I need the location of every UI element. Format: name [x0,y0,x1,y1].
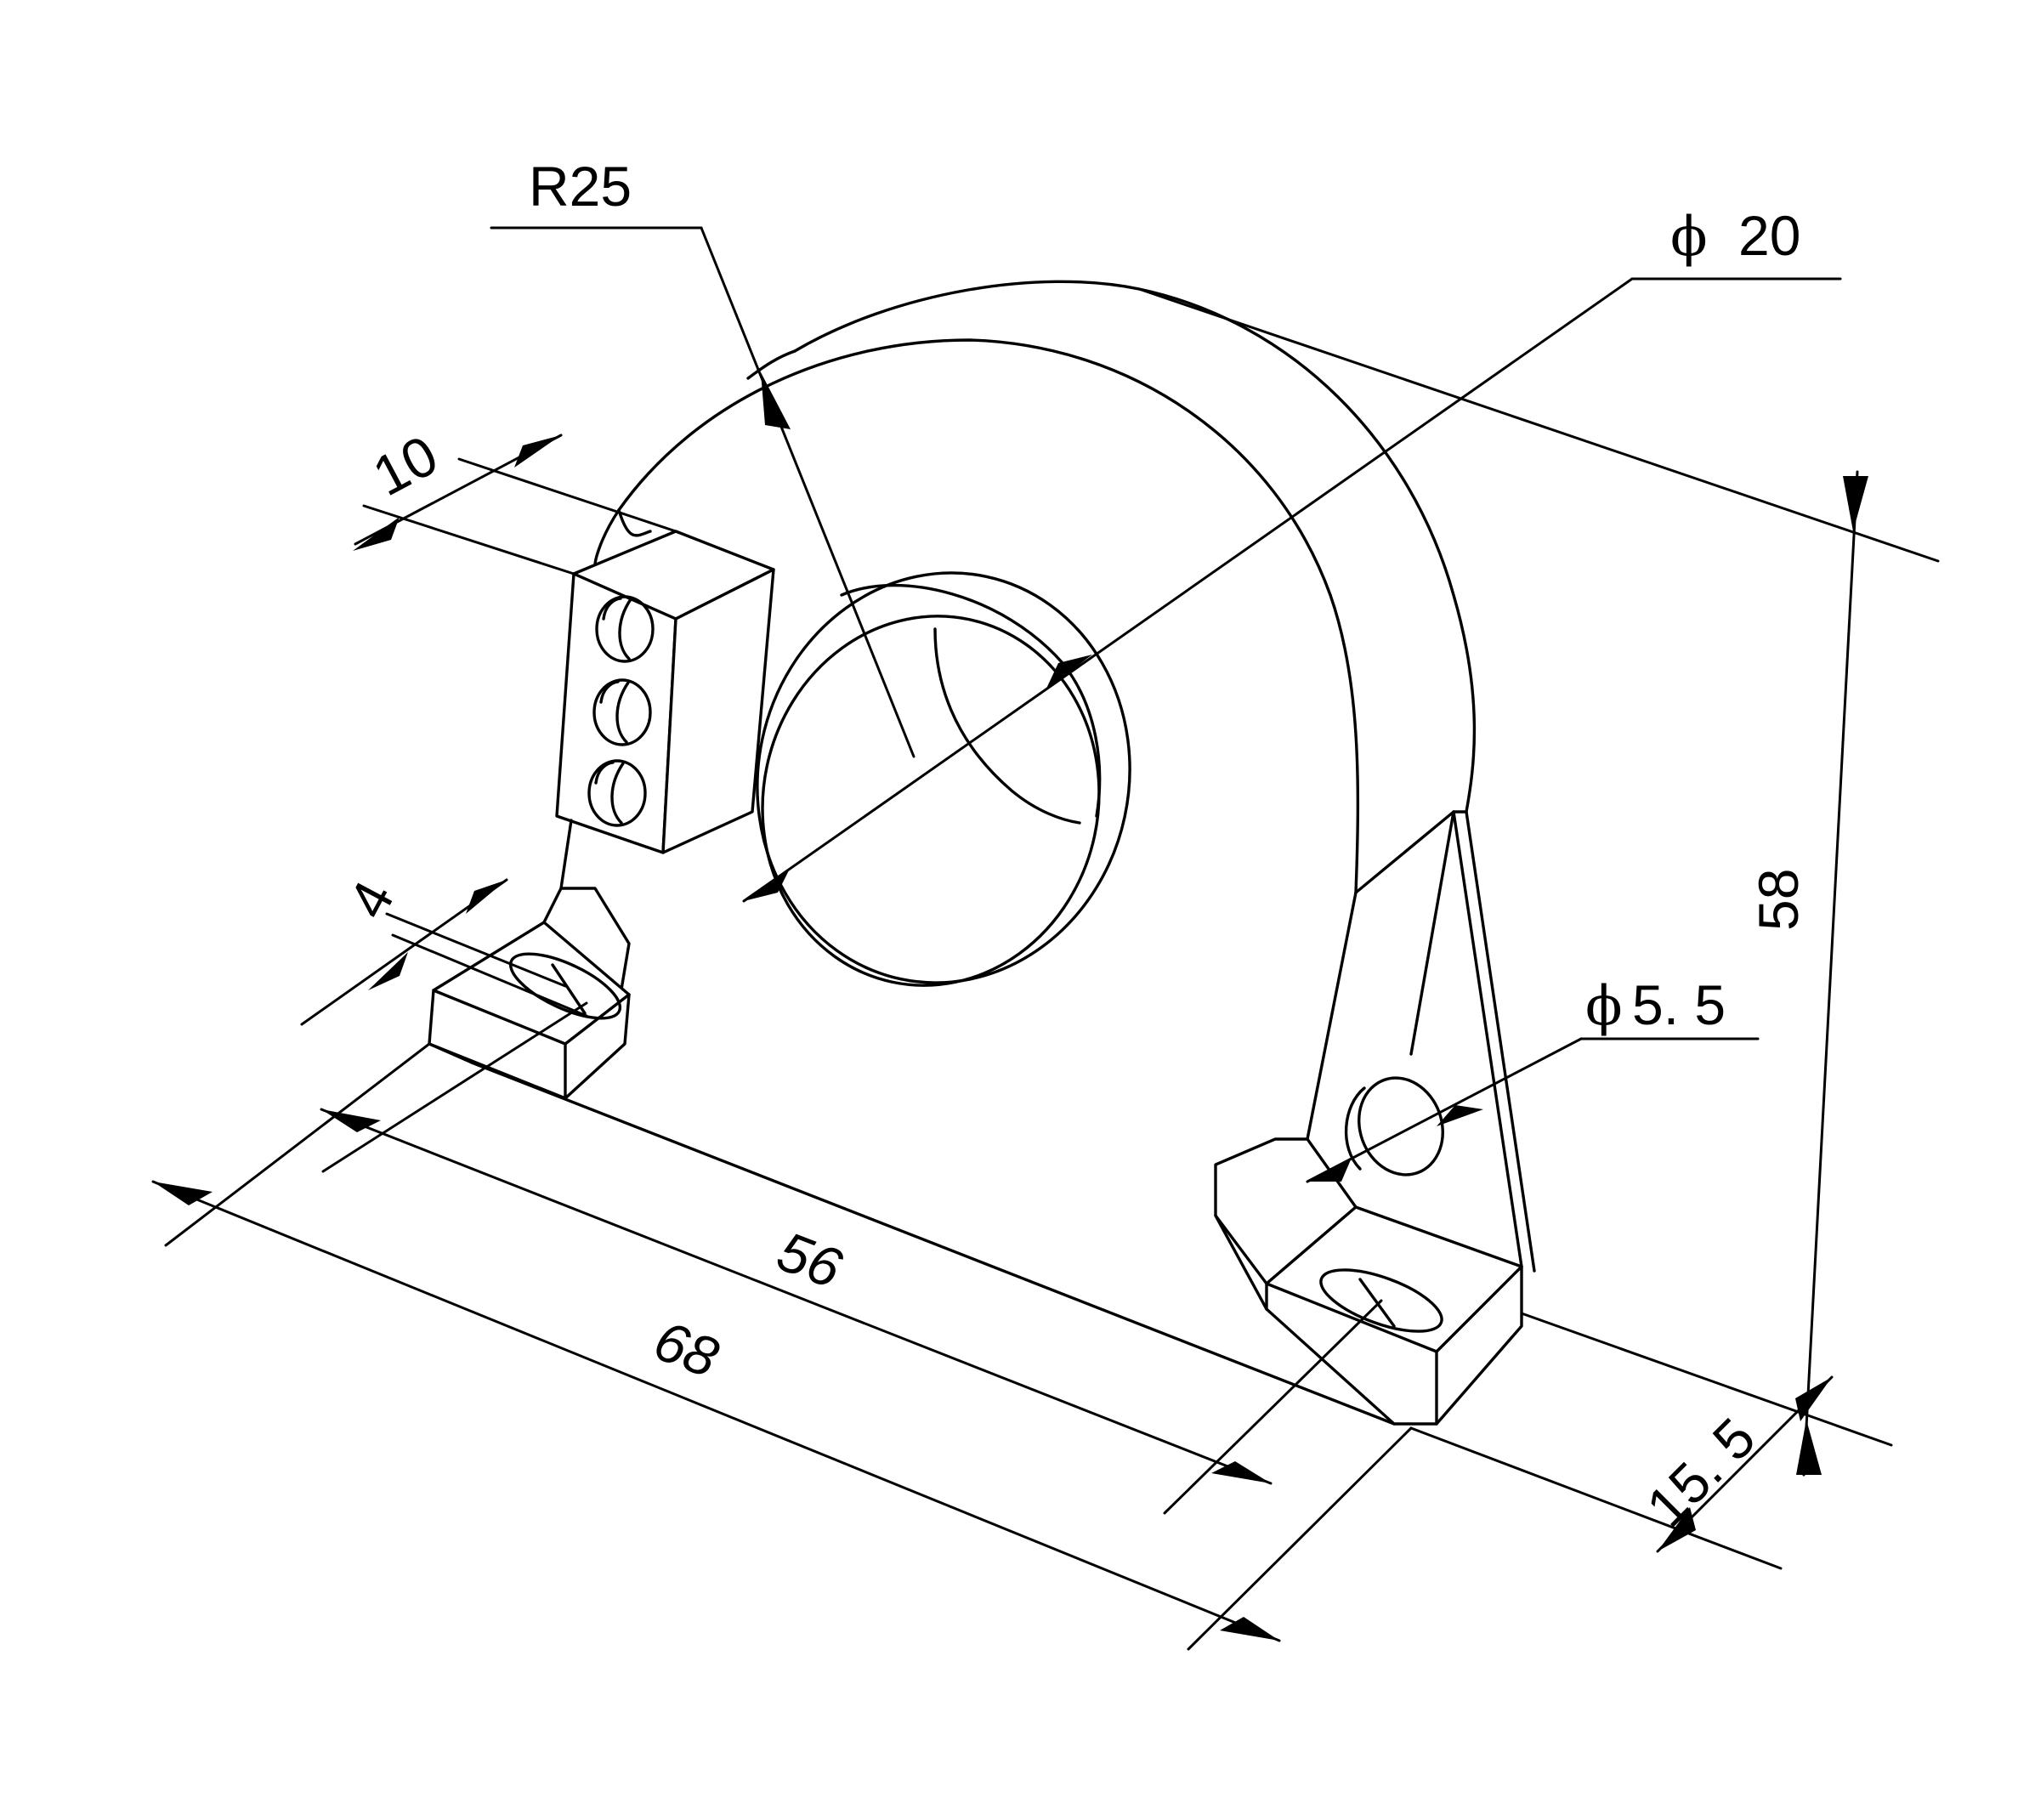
foot-thickness-label: 4 [336,870,406,927]
terminal-screw-1 [595,595,655,663]
inner-diameter-dimension: ϕ 20 [742,204,1842,903]
height-dimension: 58 [1137,287,1940,1477]
hole-diameter-dimension: ϕ 5. 5 [1306,973,1760,1183]
inner-diameter-label: 20 [1738,204,1800,267]
terminal-screw-2 [592,678,652,746]
overall-length-label: 68 [646,1308,727,1389]
inner-diameter-symbol: ϕ [1670,206,1708,269]
depth-label: 15. 5 [1635,1406,1767,1539]
hole-diameter-label: 5. 5 [1632,973,1726,1036]
terminal-width-label: 10 [363,423,448,508]
center-aperture [756,571,1131,987]
radius-dimension: R25 [490,155,915,758]
left-foot [428,819,631,1100]
overall-length-dimension: 68 [151,1042,1413,1651]
depth-dimension: 15. 5 [1409,1375,1834,1570]
hole-diameter-symbol: ϕ [1585,975,1623,1038]
terminal-screw-3 [587,759,647,827]
hole-spacing-dimension: 56 [320,1001,1383,1515]
height-label: 58 [1747,869,1810,931]
right-foot [1214,1076,1523,1426]
hole-spacing-label: 56 [769,1219,850,1300]
radius-label: R25 [529,155,632,218]
terminal-block [555,530,775,854]
